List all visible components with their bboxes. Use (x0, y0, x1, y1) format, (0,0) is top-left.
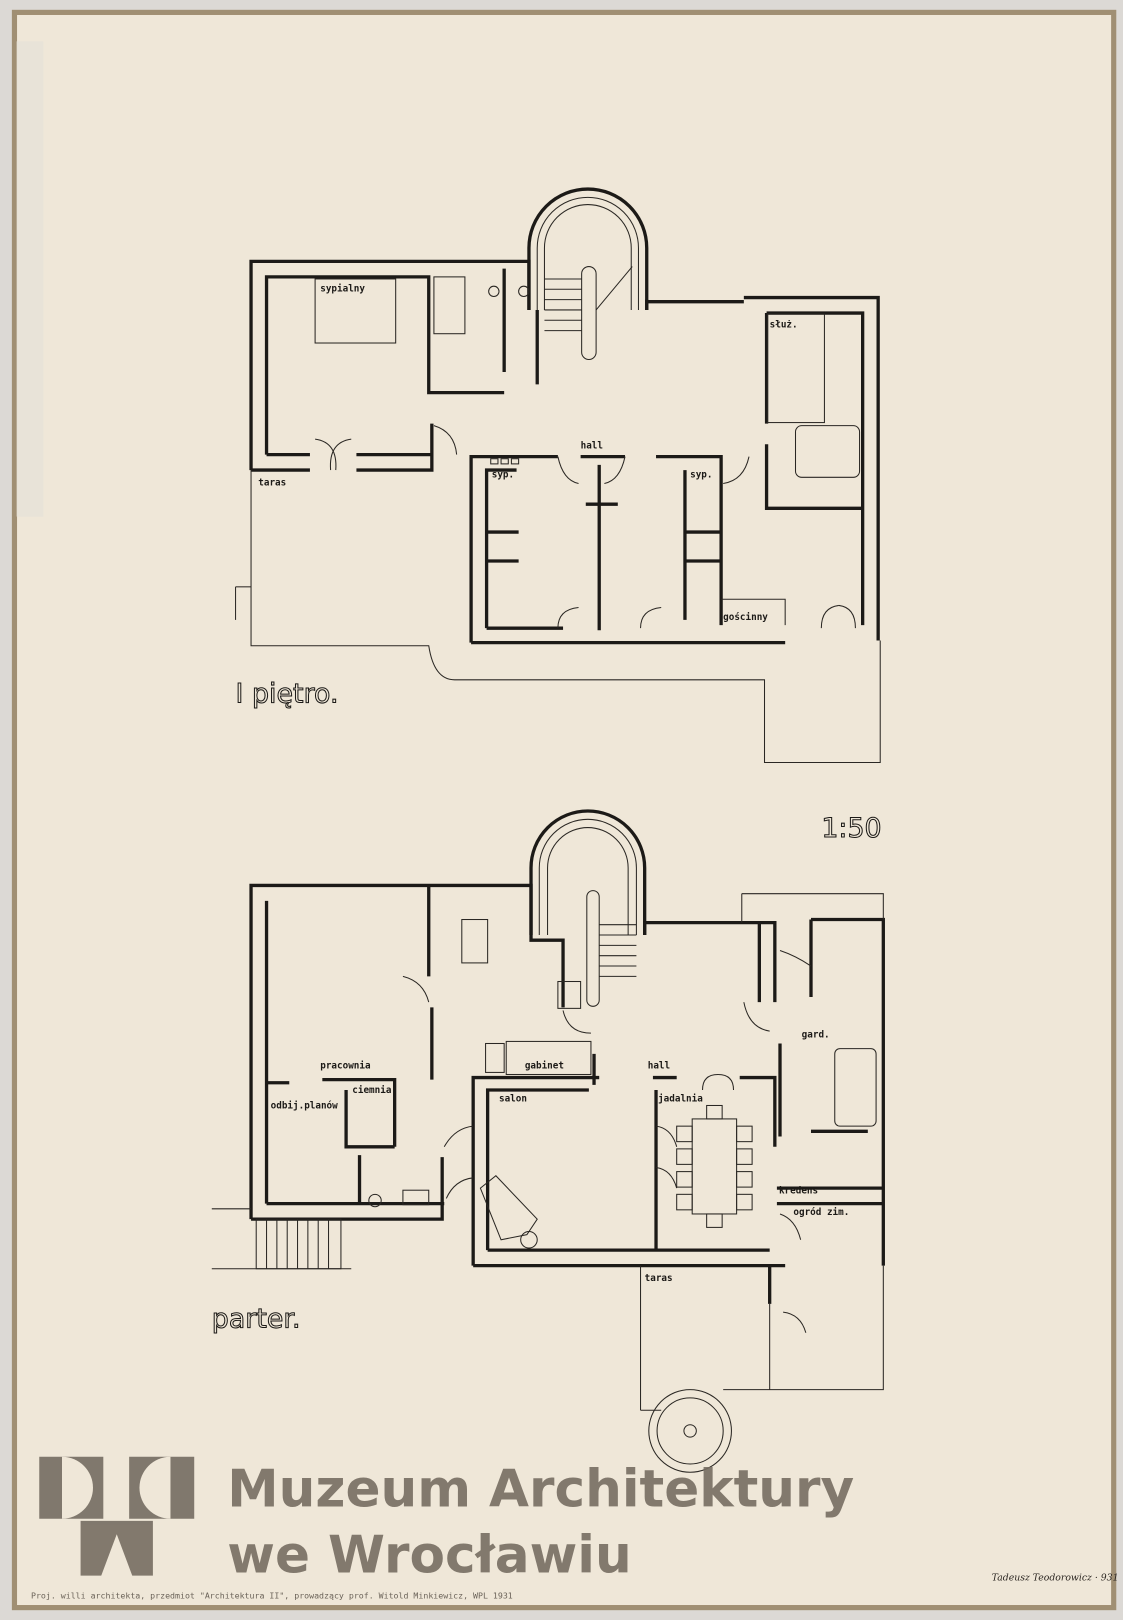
room-label: ciemnia (352, 1085, 392, 1096)
room-label: syp. (690, 469, 712, 480)
room-label: kredens (779, 1185, 818, 1196)
room-label: służ. (770, 320, 798, 331)
ground-plan-title: parter. (212, 1304, 301, 1335)
room-label: taras (258, 478, 286, 489)
signature: Tadeusz Teodorowicz · 931 (992, 1573, 1119, 1584)
upper-plan-title: I piętro. (236, 679, 339, 710)
room-label: syp. (492, 469, 514, 480)
paper-board (11, 9, 1117, 1611)
room-label: hall (648, 1060, 670, 1071)
scale-label: 1:50 (821, 813, 881, 844)
room-label: pracownia (320, 1060, 371, 1071)
room-label: odbij.planów (271, 1101, 338, 1112)
ground-floor-plan (211, 809, 885, 1473)
caption: Proj. willi architekta, przedmiot "Archi… (31, 1590, 513, 1600)
room-label: gościnny (723, 612, 768, 623)
room-label: salon (499, 1093, 527, 1104)
upper-floor-plan (235, 187, 881, 763)
museum-watermark-logo (39, 1456, 195, 1576)
watermark-line2: we Wrocławiu (227, 1525, 632, 1585)
room-label: hall (581, 440, 603, 451)
room-label: taras (645, 1273, 673, 1284)
room-label: sypialny (320, 283, 365, 294)
watermark-line1: Muzeum Architektury (227, 1459, 854, 1519)
room-label: gabinet (525, 1060, 564, 1071)
room-label: gard. (802, 1029, 830, 1040)
room-label: ogród zim. (793, 1207, 849, 1218)
room-label: jadalnia (658, 1093, 703, 1104)
